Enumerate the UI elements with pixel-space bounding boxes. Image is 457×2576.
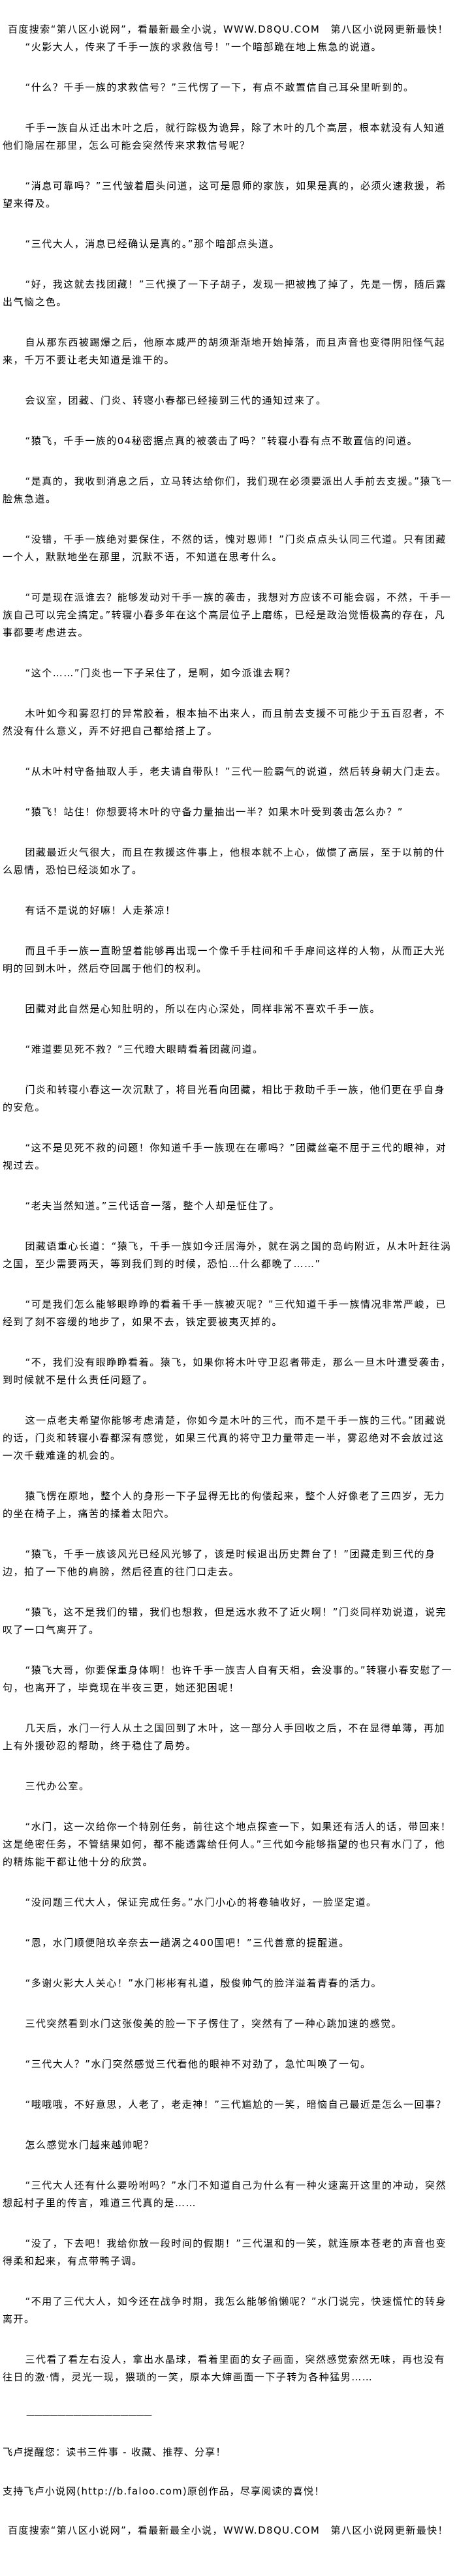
paragraph: 怎么感觉水门越来越帅呢？: [25, 2139, 155, 2151]
paragraph: “难道要见死不救？”三代瞪大眼睛看着团藏问道。: [25, 1043, 264, 1055]
divider-line: ————————————————: [26, 2410, 152, 2420]
paragraph: 猿飞愣在原地，整个人的身形一下子显得无比的佝偻起来，整个人好像老了三四岁，无力的…: [3, 1490, 446, 1520]
paragraph: 三代看了看左右没人，拿出水晶球，看着里面的女子画面，突然感觉索然无味，再也没有往…: [3, 2354, 446, 2383]
paragraph: “猿飞，千手一族该风光已经风光够了，该是时候退出历史舞台了！”团藏走到三代的身边…: [3, 1548, 436, 1578]
paragraph: 自从那东西被踢爆之后，他原本威严的胡须渐渐地开始掉落，而且声音也变得阴阳怪气起来…: [3, 337, 446, 366]
paragraph: “可是现在派谁去？能够发动对千手一族的袭击，我想对方应该不可能会弱，不然，千手一…: [3, 592, 452, 638]
paragraph: “水门，这一次给你一个特别任务，前往这个地点探查一下，如果还有活人的话，带回来！…: [3, 1821, 452, 1868]
paragraph: 团藏语重心长道：“猿飞，千手一族如今迁居海外，就在涡之国的岛屿附近，从木叶赶往涡…: [3, 1240, 452, 1270]
paragraph: 会议室，团藏、门炎、转寝小春都已经接到三代的通知过来了。: [25, 395, 327, 406]
paragraph: “哦哦哦，不好意思，人老了，老走神！”三代尴尬的一笑，暗恼自己最近是怎么一回事？: [25, 2099, 447, 2110]
paragraph: 这一点老夫希望你能够考虑清楚，你如今是木叶的三代，而不是千手一族的三代。”团藏说…: [3, 1415, 447, 1461]
paragraph: 门炎和转寝小春这一次沉默了，将目光看向团藏，相比于救助千手一族，他们更在乎自身的…: [3, 1084, 446, 1113]
paragraph: 有话不是说的好嘛！人走茶凉！: [25, 905, 176, 916]
paragraph: “是真的，我收到消息之后，立马转达给你们，我们现在必须要派出人手前去支援。”猿飞…: [3, 475, 453, 505]
paragraph: “什么？千手一族的求救信号？”三代愣了一下，有点不敢置信自己耳朵里听到的。: [25, 82, 415, 93]
paragraph: “消息可靠吗？”三代皱着眉头问道，这可是恩师的家族，如果是真的，必须火速救援，希…: [3, 180, 447, 209]
paragraph: “多谢火影大人关心！”水门彬彬有礼道，殷俊帅气的脸洋溢着青春的活力。: [25, 1977, 383, 1989]
chapter-content: 百度搜索“第八区小说网”，看最新最全小说，WWW.D8QU.COM 第八区小说网…: [3, 0, 453, 2539]
paragraph: “不用了三代大人，如今还在战争时期，我怎么能够偷懒呢？”水门说完，快速慌忙的转身…: [3, 2296, 447, 2325]
paragraph: “三代大人，消息已经确认是真的。”那个暗部点头道。: [25, 238, 281, 250]
paragraph: “从木叶村守备抽取人手，老夫请自带队！”三代一脸霸气的说道，然后转身朝大门走去。: [25, 766, 447, 777]
paragraph: 几天后，水门一行人从土之国回到了木叶，这一部分人手回收之后，不在显得单薄，再加上…: [3, 1722, 446, 1752]
paragraph: 三代办公室。: [25, 1780, 90, 1792]
paragraph: “不，我们没有眼睁睁看着。猿飞，如果你将木叶守卫忍者带走，那么一旦木叶遭受袭击，…: [3, 1356, 452, 1386]
footer-reminder: 飞卢提醒您：读书三件事 - 收藏、推荐、分享！: [3, 2446, 227, 2458]
paragraph: “可是我们怎么能够眼睁睁的看着千手一族被灭呢？”三代知道千手一族情况非常严峻，已…: [3, 1298, 447, 1328]
paragraph: 而且千手一族一直盼望着能够再出现一个像千手柱间和千手扉间这样的人物，从而正大光明…: [3, 945, 446, 974]
footer-support-text: 支持飞卢小说网(http://b.faloo.com)原创作品，尽享阅读的喜悦！: [3, 2485, 325, 2497]
paragraph: 团藏对此自然是心知肚明的，所以在内心深处，同样非常不喜欢千手一族。: [25, 1003, 381, 1015]
paragraph: “这不是见死不救的问题！你知道千手一族现在在哪吗？”团藏丝毫不屈于三代的眼神，对…: [3, 1142, 447, 1171]
paragraph: 木叶如今和雾忍打的异常胶着，根本抽不出来人，而且前去支援不可能少于五百忍者，不然…: [3, 708, 446, 737]
paragraph: “三代大人还有什么要吩咐吗？”水门不知道自己为什么有一种火速离开这里的冲动，突然…: [3, 2179, 447, 2209]
footer-banner: 百度搜索“第八区小说网”，看最新最全小说，WWW.D8QU.COM 第八区小说网…: [8, 2524, 449, 2536]
chapter-body: “火影大人，传来了千手一族的求救信号！”一个暗部跪在地上焦急的说道。 “什么？千手…: [3, 38, 453, 2386]
header-banner: 百度搜索“第八区小说网”，看最新最全小说，WWW.D8QU.COM 第八区小说网…: [8, 23, 449, 35]
paragraph: “好，我这就去找团藏！”三代摸了一下子胡子，发现一把被拽了掉了，先是一愣，随后露…: [3, 278, 447, 308]
paragraph: “没错，千手一族绝对要保住，不然的话，愧对恩师！”门炎点点头认同三代道。只有团藏…: [3, 533, 447, 563]
paragraph: “老夫当然知道。”三代话音一落，整个人却是怔住了。: [25, 1200, 281, 1212]
paragraph: “恩，水门顺便陪玖辛奈去一趟涡之400国吧！”三代善意的提醒道。: [25, 1937, 350, 1949]
paragraph: “猿飞，这不是我们的错，我们也想救，但是远水救不了近火啊！”门炎同样劝说道，说完…: [3, 1606, 447, 1636]
paragraph: 千手一族自从迁出木叶之后，就行踪极为诡异，除了木叶的几个高层，根本就没有人知道他…: [3, 122, 446, 151]
paragraph: “没了，下去吧！我给你放一段时间的假期！”三代温和的一笑，就连原本苍老的声音也变…: [3, 2238, 447, 2267]
paragraph: “猿飞大哥，你要保重身体啊！也许千手一族吉人自有天相，会没事的。”转寝小春安慰了…: [3, 1664, 453, 1694]
paragraph: “猿飞！站住！你想要将木叶的守备力量抽出一半？如果木叶受到袭击怎么办？”: [25, 806, 404, 818]
paragraph: “这个……”门炎也一下子呆住了，是啊，如今派谁去啊？: [25, 667, 296, 679]
paragraph: 三代突然看到水门这张俊美的脸一下子愣住了，突然有了一种心跳加速的感觉。: [25, 2018, 403, 2029]
paragraph: “火影大人，传来了千手一族的求救信号！”一个暗部跪在地上焦急的说道。: [25, 41, 383, 53]
paragraph: 团藏最近火气很大，而且在救援这件事上，他根本就不上心，做惯了高层，至于以前的什么…: [3, 846, 446, 876]
paragraph: “三代大人？”水门突然感觉三代看他的眼神不对劲了，急忙叫唤了一句。: [25, 2058, 371, 2070]
paragraph: “猿飞，千手一族的04秘密据点真的被袭击了吗？”转寝小春有点不敢置信的问道。: [25, 435, 418, 447]
paragraph: “没问题三代大人，保证完成任务。”水门小心的将卷轴收好，一脸坚定道。: [25, 1896, 377, 1908]
